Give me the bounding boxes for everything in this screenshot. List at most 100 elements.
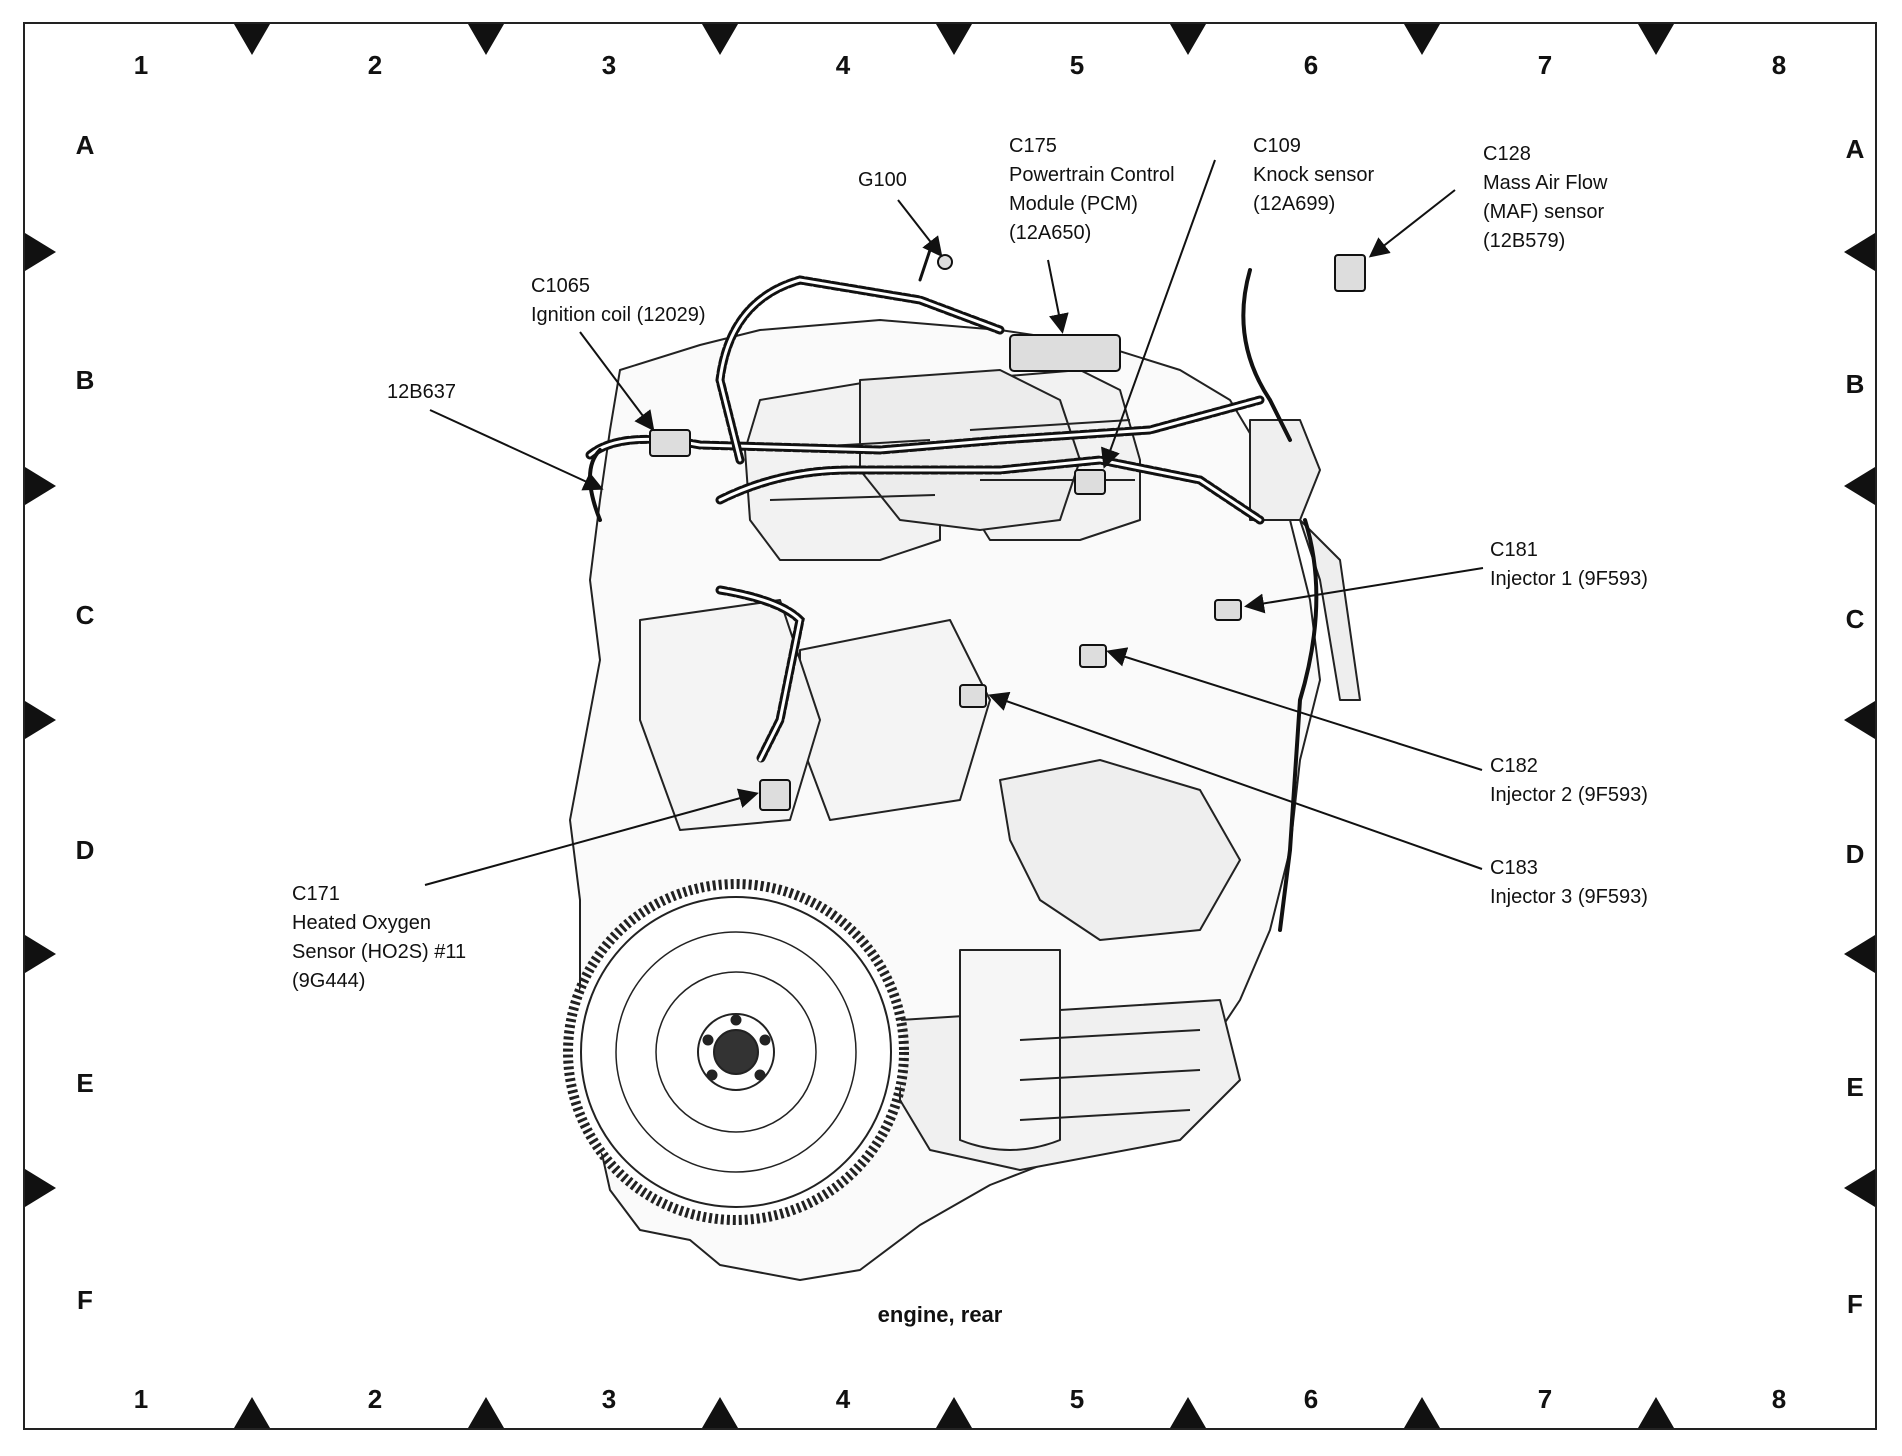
grid-marker-right-3 bbox=[1844, 701, 1875, 739]
connector-c175 bbox=[1009, 334, 1121, 372]
grid-marker-right-4 bbox=[1844, 935, 1875, 973]
grid-marker-bottom-6 bbox=[1404, 1397, 1440, 1428]
connector-c181 bbox=[1214, 599, 1242, 621]
callout-12b637: 12B637 bbox=[387, 378, 456, 407]
grid-row-left-f: F bbox=[77, 1285, 93, 1315]
grid-col-bottom-8: 8 bbox=[1771, 1384, 1787, 1414]
callout-c109-line-1: C109 bbox=[1253, 135, 1301, 157]
grid-col-bottom-2: 2 bbox=[367, 1384, 383, 1414]
callout-12b637-line-1: 12B637 bbox=[387, 381, 456, 403]
leader-c181 bbox=[1244, 567, 1484, 614]
intake-manifold bbox=[859, 369, 1081, 531]
grid-row-right-d: D bbox=[1845, 839, 1865, 869]
grid-marker-left-1 bbox=[25, 233, 56, 271]
grid-row-left-d: D bbox=[75, 835, 95, 865]
leader-12b637 bbox=[429, 409, 604, 491]
grid-row-right-e: E bbox=[1846, 1072, 1864, 1102]
callout-c171-line-3: Sensor (HO2S) #11 bbox=[292, 941, 467, 963]
leader-c128 bbox=[1368, 189, 1456, 258]
callout-c175: C175 Powertrain Control Module (PCM) (12… bbox=[1009, 132, 1175, 248]
leader-g100 bbox=[897, 199, 943, 258]
leader-c109 bbox=[1101, 159, 1216, 469]
callout-c181-line-1: C181 bbox=[1490, 539, 1538, 561]
grid-markers bbox=[25, 24, 1875, 1428]
grid-marker-bottom-3 bbox=[702, 1397, 738, 1428]
leader-c182 bbox=[1106, 647, 1483, 771]
callout-c128-line-4: (12B579) bbox=[1483, 230, 1566, 252]
callout-c128: C128 Mass Air Flow (MAF) sensor (12B579) bbox=[1483, 140, 1607, 256]
grid-row-left-b: B bbox=[75, 365, 95, 395]
grid-row-left-e: E bbox=[76, 1068, 94, 1098]
grid-row-left-a: A bbox=[75, 130, 95, 160]
grid-col-bottom-7: 7 bbox=[1537, 1384, 1553, 1414]
grid-marker-left-4 bbox=[25, 935, 56, 973]
grid-marker-top-1 bbox=[234, 24, 270, 55]
callout-c109-line-3: (12A699) bbox=[1253, 193, 1336, 215]
callout-g100: G100 bbox=[858, 166, 907, 195]
callout-c175-line-3: Module (PCM) bbox=[1009, 193, 1138, 215]
grid-col-top-1: 1 bbox=[133, 50, 149, 80]
callout-c109-line-2: Knock sensor bbox=[1253, 164, 1375, 186]
grid-col-bottom-5: 5 bbox=[1069, 1384, 1085, 1414]
grid-row-right-f: F bbox=[1847, 1289, 1863, 1319]
callout-c109: C109 Knock sensor (12A699) bbox=[1253, 132, 1374, 219]
callout-c1065: C1065 Ignition coil (12029) bbox=[531, 272, 706, 330]
grid-marker-bottom-7 bbox=[1638, 1397, 1674, 1428]
grid-marker-right-1 bbox=[1844, 233, 1875, 271]
grid-marker-top-5 bbox=[1170, 24, 1206, 55]
grid-marker-bottom-5 bbox=[1170, 1397, 1206, 1428]
wiring-harness bbox=[585, 248, 1319, 932]
connector-g100 bbox=[937, 254, 953, 270]
callout-c182-line-1: C182 bbox=[1490, 755, 1538, 777]
callout-c171-line-2: Heated Oxygen bbox=[292, 912, 431, 934]
callout-c171-line-1: C171 bbox=[292, 883, 340, 905]
grid-marker-top-7 bbox=[1638, 24, 1674, 55]
callout-c128-line-1: C128 bbox=[1483, 143, 1531, 165]
callout-g100-line-1: G100 bbox=[858, 169, 907, 191]
grid-col-top-2: 2 bbox=[367, 50, 383, 80]
grid-row-right-c: C bbox=[1845, 604, 1865, 634]
grid-marker-top-6 bbox=[1404, 24, 1440, 55]
grid-marker-right-2 bbox=[1844, 467, 1875, 505]
grid-col-top-7: 7 bbox=[1537, 50, 1553, 80]
grid-marker-top-3 bbox=[702, 24, 738, 55]
grid-col-top-5: 5 bbox=[1069, 50, 1085, 80]
callout-c181-line-2: Injector 1 (9F593) bbox=[1490, 568, 1648, 590]
connector-c171 bbox=[759, 779, 791, 811]
callout-c128-line-3: (MAF) sensor bbox=[1483, 201, 1605, 223]
oil-pan bbox=[899, 999, 1241, 1171]
callout-c175-line-4: (12A650) bbox=[1009, 222, 1092, 244]
connector-c1065 bbox=[649, 429, 691, 457]
leader-lines bbox=[424, 159, 1484, 886]
flywheel bbox=[563, 879, 909, 1225]
callout-c175-line-1: C175 bbox=[1009, 135, 1057, 157]
grid-col-top-6: 6 bbox=[1303, 50, 1319, 80]
grid-marker-left-5 bbox=[25, 1169, 56, 1207]
grid-row-left-c: C bbox=[75, 600, 95, 630]
grid-row-right-b: B bbox=[1845, 369, 1865, 399]
exhaust-manifold bbox=[999, 759, 1241, 941]
callout-c183-line-2: Injector 3 (9F593) bbox=[1490, 886, 1648, 908]
grid-marker-right-5 bbox=[1844, 1169, 1875, 1207]
callout-c175-line-2: Powertrain Control bbox=[1009, 164, 1175, 186]
callout-c171-line-4: (9G444) bbox=[292, 970, 366, 992]
grid-col-bottom-3: 3 bbox=[601, 1384, 617, 1414]
grid-marker-bottom-1 bbox=[234, 1397, 270, 1428]
grid-col-top-4: 4 bbox=[835, 50, 851, 80]
callout-c128-line-2: Mass Air Flow bbox=[1483, 172, 1608, 194]
connector-c128 bbox=[1334, 254, 1366, 292]
connectors bbox=[649, 254, 1366, 811]
grid-marker-top-2 bbox=[468, 24, 504, 55]
connector-c109 bbox=[1074, 469, 1106, 495]
leader-c175 bbox=[1047, 259, 1069, 334]
callout-c183-line-1: C183 bbox=[1490, 857, 1538, 879]
grid-row-right-a: A bbox=[1845, 134, 1865, 164]
grid-col-top-3: 3 bbox=[601, 50, 617, 80]
callout-c182: C182 Injector 2 (9F593) bbox=[1490, 752, 1648, 810]
callout-c181: C181 Injector 1 (9F593) bbox=[1490, 536, 1648, 594]
connector-c182 bbox=[1079, 644, 1107, 668]
grid-marker-top-4 bbox=[936, 24, 972, 55]
oil-filter bbox=[959, 949, 1061, 1151]
connector-c183 bbox=[959, 684, 987, 708]
